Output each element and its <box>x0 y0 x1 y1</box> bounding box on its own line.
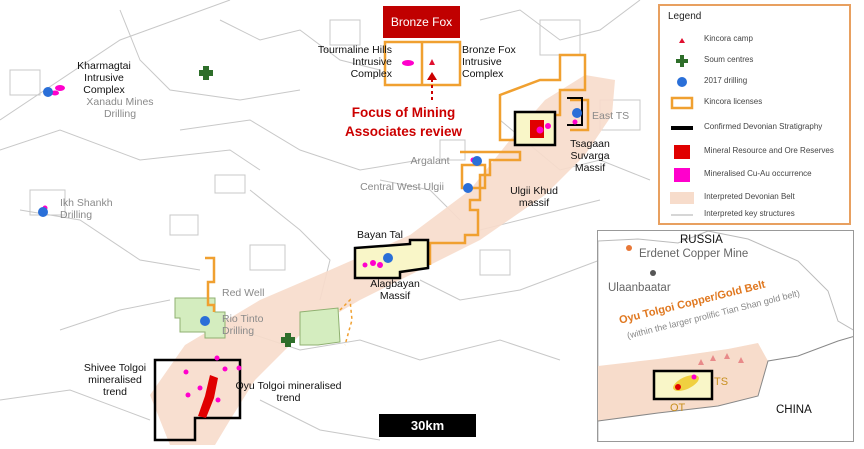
ikh-shankh-label: Ikh Shankh Drilling <box>60 197 113 221</box>
kharmagtai-label: Kharmagtai Intrusive Complex <box>77 60 131 96</box>
ulaanbaatar-label: Ulaanbaatar <box>608 282 671 294</box>
legend-item-soum: Soum centres <box>660 54 850 68</box>
license-red-well <box>205 256 216 312</box>
oyu-tolgoi-resource <box>198 375 218 418</box>
grey-line-icon <box>671 214 693 216</box>
red-well-label: Red Well <box>222 287 265 299</box>
rio-tinto-label: Rio Tinto Drilling <box>222 313 264 337</box>
xanadu-label: Xanadu Mines Drilling <box>86 96 154 120</box>
legend-item-belt: Interpreted Devonian Belt <box>660 191 850 205</box>
focus-arrow-head <box>427 72 437 80</box>
inset-canvas <box>598 231 853 441</box>
soum-cross-north <box>199 66 213 80</box>
rio-tinto-area <box>174 297 226 339</box>
legend-item-devonian: Confirmed Devonian Stratigraphy <box>660 121 850 135</box>
legend-item-resource: Mineral Resource and Ore Reserves <box>660 145 850 159</box>
east-ts-black <box>567 97 583 126</box>
ulaanbaatar-dot <box>650 270 656 276</box>
kincora-licenses <box>205 40 590 312</box>
argalant-label: Argalant <box>410 155 450 167</box>
legend-item-camp: Kincora camp <box>660 33 850 47</box>
license-east-ts <box>570 98 590 132</box>
drill-dot-icon <box>677 77 687 87</box>
legend-item-license: Kincora licenses <box>660 96 850 110</box>
oyu-tolgoi-label: Oyu Tolgoi mineralised trend <box>235 380 342 404</box>
central-west-ulgii-label: Central West Ulgii <box>360 181 444 193</box>
black-line-icon <box>671 126 693 130</box>
camp-icon <box>679 38 685 43</box>
red-square-icon <box>674 145 690 159</box>
ts-label: TS <box>714 376 729 388</box>
license-box-icon <box>670 96 694 110</box>
kincora-camp-icon <box>429 59 435 65</box>
soum-cross-south <box>281 333 295 347</box>
ulgii-khud-label: Ulgii Khud massif <box>510 185 558 209</box>
legend-title: Legend <box>668 11 702 22</box>
cu-au-occurrences <box>42 60 578 403</box>
legend-item-structures: Interpreted key structures <box>660 208 850 222</box>
soum-centres <box>199 66 295 347</box>
east-ts-label: East TS <box>592 110 630 122</box>
legend: Legend Kincora camp Soum centres 2017 dr… <box>658 4 851 225</box>
tourmaline-hills-label: Tourmaline Hills Intrusive Complex <box>317 44 392 80</box>
drilling-points <box>38 87 582 326</box>
shivee-tolgoi-label: Shivee Tolgoi mineralised trend <box>83 362 147 398</box>
license-bronze-fox <box>383 40 462 87</box>
focus-label: Focus of Mining Associates review <box>344 105 463 139</box>
tsagaan-suvarga-label: Tsagaan Suvarga Massif <box>570 138 610 174</box>
russia-label: RUSSIA <box>680 234 723 246</box>
legend-item-drilling: 2017 drilling <box>660 75 850 89</box>
bronze-fox-complex-label: Bronze Fox Intrusive Complex <box>462 44 516 80</box>
green-area-east <box>299 307 341 346</box>
oyu-tolgoi-block <box>153 358 242 442</box>
magenta-square-icon <box>674 168 690 182</box>
inset-camps <box>698 353 744 365</box>
china-border <box>598 336 853 422</box>
bayan-tal-label: Bayan Tal <box>357 229 403 241</box>
bronze-fox-title: Bronze Fox <box>383 6 460 38</box>
cross-icon <box>676 55 688 67</box>
erdenet-dot <box>626 245 632 251</box>
inset-map: RUSSIA Erdenet Copper Mine Ulaanbaatar O… <box>597 230 854 442</box>
legend-item-occurrence: Mineralised Cu-Au occurrence <box>660 168 850 182</box>
alagbayan-label: Alagbayan Massif <box>370 278 420 302</box>
erdenet-label: Erdenet Copper Mine <box>639 248 749 260</box>
belt-swatch-icon <box>670 192 694 204</box>
ot-label: OT <box>670 402 686 414</box>
china-label: CHINA <box>776 404 812 416</box>
scale-bar: 30km <box>379 414 476 437</box>
license-dashed <box>339 298 353 346</box>
license-ulgii <box>428 150 522 265</box>
